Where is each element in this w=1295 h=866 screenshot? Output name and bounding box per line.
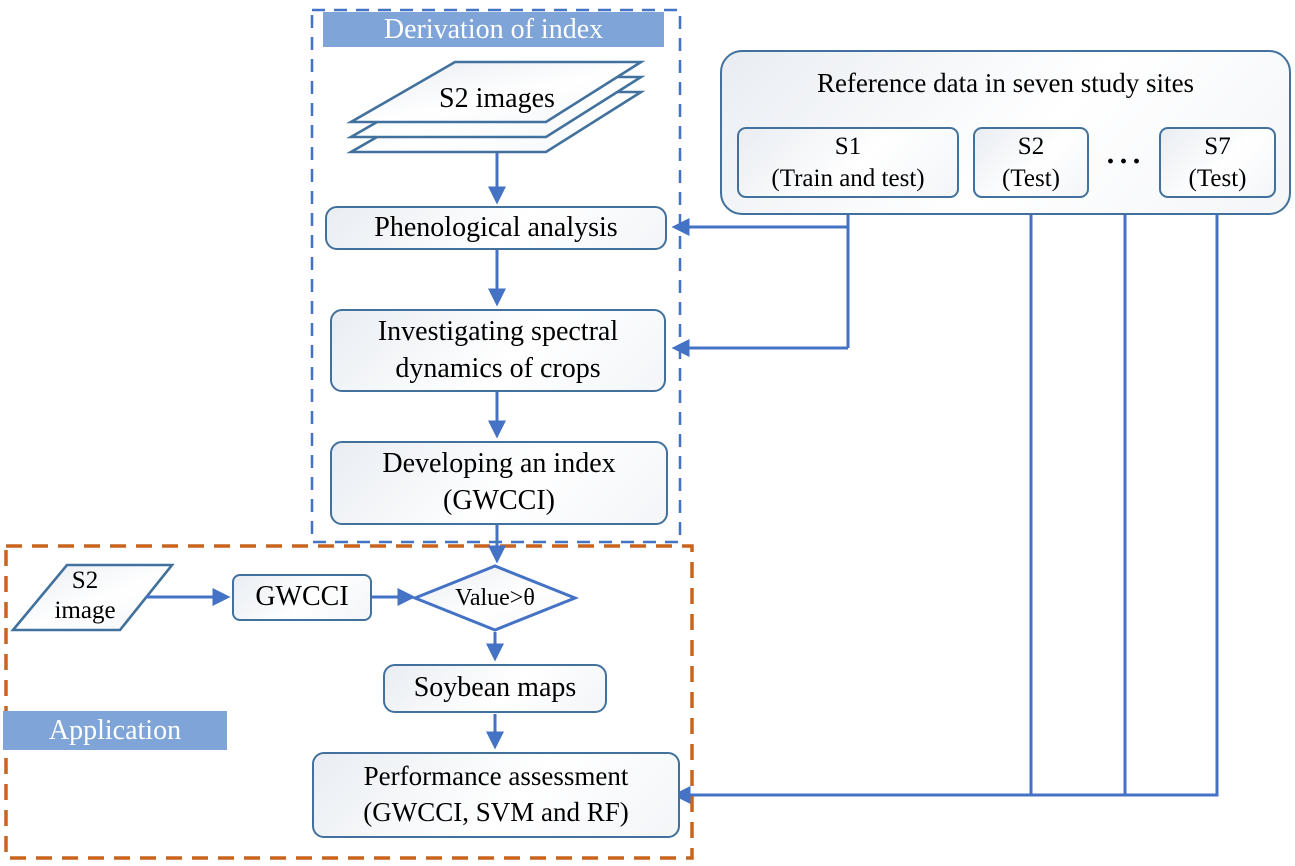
sites-ellipsis: ··· (1105, 145, 1145, 178)
arrow-s7-to-performance (672, 197, 1219, 804)
derivation-section-label: Derivation of index (323, 12, 664, 47)
application-section-outline (4, 544, 694, 860)
site-s2-role: (Test) (1002, 164, 1060, 192)
application-section-label: Application (3, 711, 227, 750)
soybean-maps-label: Soybean maps (413, 672, 577, 704)
investigating-spectral-box: Investigating spectral dynamics of crops (330, 309, 666, 392)
phenological-analysis-label: Phenological analysis (374, 211, 618, 243)
s2-images-stack-icon (346, 60, 646, 154)
site-s2-box: S2 (Test) (973, 127, 1089, 198)
decision-label: Value>θ (455, 584, 535, 611)
developing-index-box: Developing an index (GWCCI) (330, 441, 668, 525)
investigating-line1: Investigating spectral (377, 315, 619, 347)
s2-image-line2: image (54, 597, 116, 624)
site-s1-box: S1 (Train and test) (737, 127, 959, 198)
site-s2-name: S2 (1017, 133, 1045, 161)
site-s1-name: S1 (834, 133, 862, 161)
developing-line2: (GWCCI) (443, 485, 555, 516)
gwcci-box: GWCCI (232, 574, 372, 621)
developing-line1: Developing an index (382, 448, 616, 480)
performance-line1: Performance assessment (363, 761, 629, 792)
s2-image-line1: S2 (71, 567, 99, 594)
site-s7-box: S7 (Test) (1159, 127, 1276, 198)
reference-data-title: Reference data in seven study sites (816, 68, 1195, 98)
site-s7-role: (Test) (1188, 164, 1247, 192)
soybean-maps-box: Soybean maps (383, 664, 607, 713)
decision-diamond (410, 564, 580, 632)
investigating-line2: dynamics of crops (395, 352, 601, 384)
s2-image-parallelogram (10, 563, 175, 632)
s2-image-label: S2 image (25, 567, 145, 625)
performance-line2: (GWCCI, SVM and RF) (363, 797, 629, 827)
site-s1-role: (Train and test) (771, 164, 925, 192)
performance-assessment-box: Performance assessment (GWCCI, SVM and R… (312, 752, 680, 838)
site-s7-name: S7 (1204, 133, 1231, 161)
s2-images-label: S2 images (439, 83, 555, 115)
gwcci-label: GWCCI (255, 581, 349, 613)
phenological-analysis-box: Phenological analysis (325, 206, 667, 250)
